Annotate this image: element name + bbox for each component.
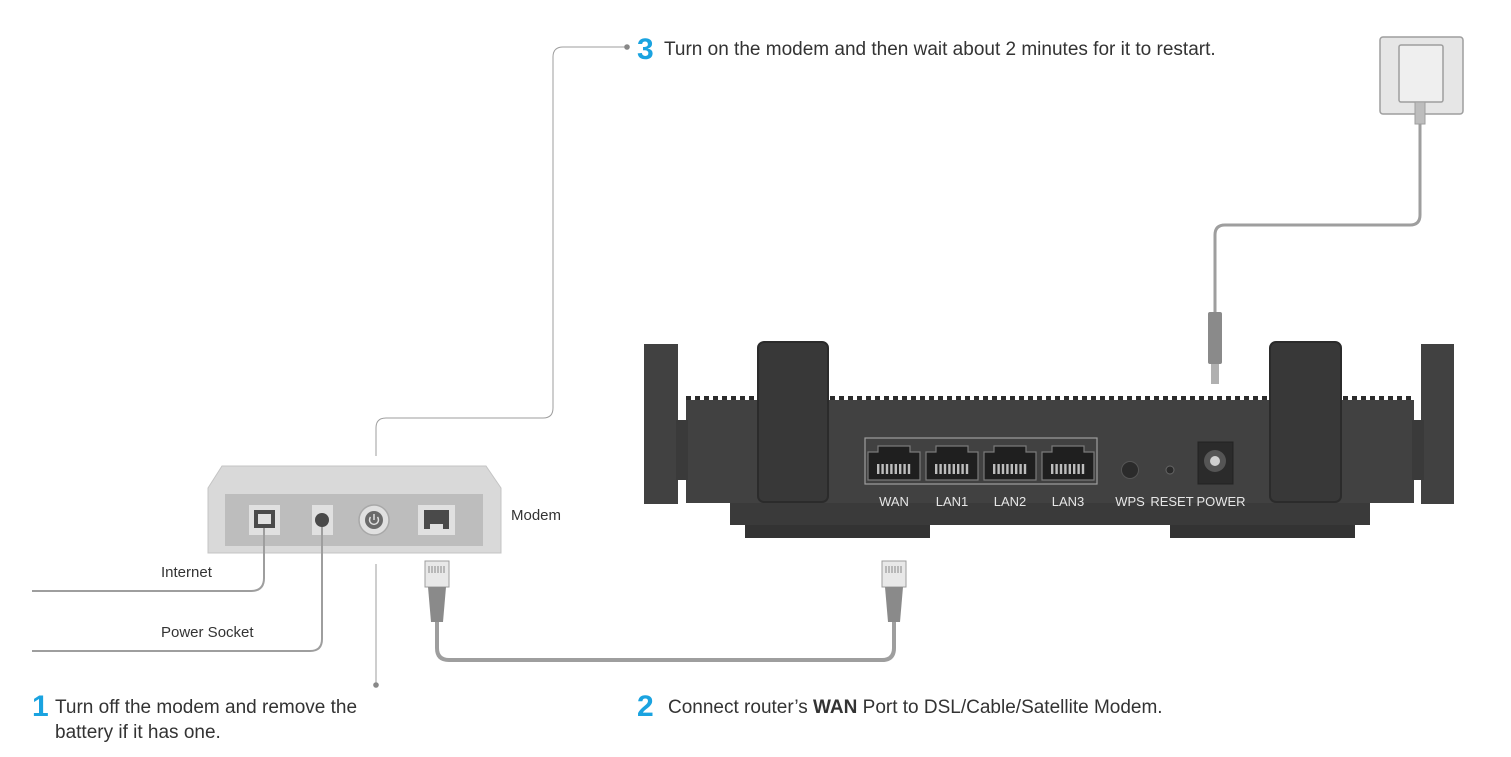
router: WAN LAN1 LAN2 LAN3 WPS RESET POWER	[644, 341, 1454, 538]
power-button-icon	[358, 504, 390, 536]
step-2-number: 2	[637, 690, 654, 723]
ethernet-cable	[424, 560, 907, 662]
router-port-lan2-icon	[983, 445, 1037, 481]
power-socket-cable	[32, 527, 323, 652]
step3-leader-line	[375, 46, 627, 456]
antenna-left-inner	[757, 341, 829, 503]
modem-power-jack-icon	[312, 505, 333, 535]
step-3: 3 Turn on the modem and then wait about …	[637, 33, 1216, 66]
reset-label: RESET	[1150, 494, 1193, 509]
step-3-text: Turn on the modem and then wait about 2 …	[664, 39, 1216, 60]
router-port-lan3-icon	[1041, 445, 1095, 481]
step-2-text-bold: WAN	[813, 697, 857, 718]
step-2-text-after: Port to DSL/Cable/Satellite Modem.	[857, 697, 1162, 718]
router-port-lan1-icon	[925, 445, 979, 481]
step3-leader-dot	[624, 44, 630, 50]
router-port-wan-icon	[867, 445, 921, 481]
step-1-text-line2: battery if it has one.	[55, 722, 221, 743]
wps-label: WPS	[1115, 494, 1145, 509]
reset-hole-icon	[1165, 465, 1175, 475]
step-1-text-line1: Turn off the modem and remove the	[55, 697, 357, 718]
step-1: 1 Turn off the modem and remove the batt…	[32, 690, 357, 743]
router-port-lan2-label: LAN2	[994, 494, 1027, 509]
antenna-left-outer	[644, 344, 678, 504]
port-block-outline	[864, 437, 1098, 485]
ethernet-port-icon	[418, 505, 455, 535]
wps-button-icon	[1121, 461, 1139, 479]
router-port-wan-label: WAN	[879, 494, 909, 509]
power-label: POWER	[1196, 494, 1245, 509]
antenna-right-outer	[1421, 344, 1454, 504]
modem	[207, 465, 502, 554]
router-port-lan3-label: LAN3	[1052, 494, 1085, 509]
internet-cable	[32, 528, 265, 592]
router-port-lan1-label: LAN1	[936, 494, 969, 509]
step1-leader-dot	[373, 682, 379, 688]
step-2: 2 Connect router’s WAN Port to DSL/Cable…	[637, 690, 1163, 723]
step-3-number: 3	[637, 33, 654, 66]
modem-label: Modem	[511, 507, 561, 524]
power-socket-label: Power Socket	[161, 624, 254, 641]
step-2-text: Connect router’s WAN Port to DSL/Cable/S…	[668, 697, 1163, 718]
antenna-right-inner	[1269, 341, 1342, 503]
step-1-number: 1	[32, 690, 49, 723]
internet-label: Internet	[161, 564, 213, 581]
step-2-text-before: Connect router’s	[668, 697, 813, 718]
power-adapter	[1208, 36, 1464, 384]
